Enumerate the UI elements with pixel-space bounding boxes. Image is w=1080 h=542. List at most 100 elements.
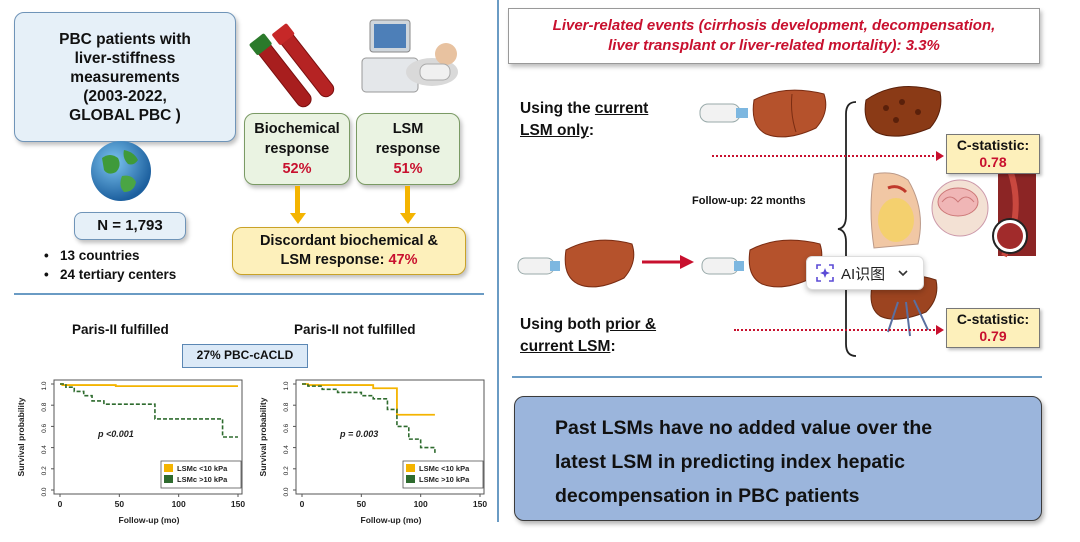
blood-tubes-icon (249, 23, 335, 108)
km-series-line (60, 383, 238, 438)
y-axis-label: Survival probability (258, 397, 268, 476)
x-tick-label: 50 (357, 499, 367, 509)
cstat-current-value: 0.78 (979, 154, 1007, 170)
liver-probe-icon (699, 89, 827, 138)
center-bullets: 13 countries 24 tertiary centers (44, 246, 176, 284)
x-tick-label: 0 (300, 499, 305, 509)
legend-swatch (164, 464, 173, 472)
down-arrow-shaft-left (295, 186, 300, 214)
cstat-both-value: 0.79 (979, 328, 1007, 344)
patients-box: PBC patients with liver-stiffness measur… (14, 12, 236, 142)
col-title-fulfilled: Paris-II fulfilled (72, 322, 169, 337)
x-axis-label: Follow-up (mo) (361, 515, 422, 525)
y-tick-label: 0.0 (41, 487, 48, 496)
varices-icon (992, 169, 1036, 258)
bullet-centers: 24 tertiary centers (44, 265, 176, 284)
lsm-response-value: 51% (393, 161, 423, 177)
down-arrow-head-left (289, 213, 306, 224)
y-tick-label: 0.8 (41, 402, 48, 411)
cstat-both-box: C-statistic: 0.79 (946, 308, 1040, 348)
x-tick-label: 100 (172, 499, 186, 509)
y-tick-label: 0.0 (283, 487, 290, 496)
plot-frame (53, 379, 243, 495)
biochemical-response-value: 52% (282, 161, 312, 177)
using-current-label: Using the current LSM only: (520, 98, 648, 142)
km-series-line (302, 383, 436, 453)
down-arrow-head-right (399, 213, 416, 224)
discordant-label: Discordant biochemical & LSM response: (259, 233, 439, 268)
cstat-both-label: C-statistic: (956, 311, 1030, 327)
dotted-arrow-head-both (936, 325, 944, 335)
using-current-underlined: current LSM only (520, 100, 649, 139)
plot-frame (295, 379, 485, 495)
y-tick-label: 0.8 (283, 402, 290, 411)
col-title-not-fulfilled: Paris-II not fulfilled (294, 322, 416, 337)
dotted-arrow-head-current (936, 151, 944, 161)
cstat-current-box: C-statistic: 0.78 (946, 134, 1040, 174)
dotted-arrow-current (712, 155, 938, 157)
legend-label: LSMc >10 kPa (419, 475, 470, 484)
y-tick-label: 1.0 (41, 381, 48, 390)
discordant-value: 47% (388, 252, 418, 268)
lsm-response-label: LSM response (375, 121, 441, 157)
biochemical-response-box: Biochemical response 52% (244, 113, 350, 185)
conclusion-box: Past LSMs have no added value over the l… (514, 396, 1042, 521)
fibroscan-icon (361, 19, 458, 93)
abdomen-ascites-icon (870, 172, 921, 249)
using-both-label: Using both prior & current LSM: (520, 314, 656, 358)
legend-box (160, 460, 242, 489)
legend-label: LSMc <10 kPa (419, 464, 470, 473)
cacld-box: 27% PBC-cACLD (182, 344, 308, 368)
left-divider (14, 293, 484, 295)
legend-swatch (406, 464, 415, 472)
legend-label: LSMc <10 kPa (177, 464, 228, 473)
x-axis-label: Follow-up (mo) (119, 515, 180, 525)
y-tick-label: 0.4 (41, 445, 48, 454)
bullet-countries: 13 countries (44, 246, 176, 265)
x-tick-label: 50 (115, 499, 125, 509)
y-tick-label: 0.2 (41, 466, 48, 475)
right-divider (512, 376, 1042, 378)
ai-recognize-chip[interactable]: AI识图 (806, 256, 924, 290)
km-series-line (60, 383, 238, 388)
x-tick-label: 150 (231, 499, 245, 509)
using-both-underlined: prior & current LSM (520, 316, 657, 355)
y-tick-label: 0.4 (283, 445, 290, 454)
y-tick-label: 1.0 (283, 381, 290, 390)
p-value-annotation: p = 0.003 (339, 429, 378, 439)
n-count-box: N = 1,793 (74, 212, 186, 240)
events-box: Liver-related events (cirrhosis developm… (508, 8, 1040, 64)
ai-chip-label: AI识图 (841, 265, 886, 283)
liver-current-icon (701, 239, 823, 288)
liver-prior-icon (517, 239, 635, 288)
biochemical-response-label: Biochemical response (254, 121, 340, 157)
center-divider (497, 0, 499, 522)
chevron-down-icon[interactable] (897, 267, 909, 279)
dotted-arrow-both (734, 329, 938, 331)
legend-box (402, 460, 484, 489)
followup-label: Follow-up: 22 months (692, 195, 806, 207)
globe-icon (91, 141, 151, 201)
discordant-response-box: Discordant biochemical & LSM response: 4… (232, 227, 466, 275)
legend-swatch (164, 475, 173, 483)
legend-label: LSMc >10 kPa (177, 475, 228, 484)
y-tick-label: 0.6 (41, 424, 48, 433)
using-current-prefix: Using the (520, 100, 595, 117)
x-tick-label: 0 (58, 499, 63, 509)
lsm-response-box: LSM response 51% (356, 113, 460, 185)
down-arrow-shaft-right (405, 186, 410, 214)
y-axis-label: Survival probability (16, 397, 26, 476)
y-tick-label: 0.2 (283, 466, 290, 475)
cirrhotic-liver-icon (864, 86, 942, 137)
x-tick-label: 100 (414, 499, 428, 509)
using-both-prefix: Using both (520, 316, 606, 333)
x-tick-label: 150 (473, 499, 487, 509)
cstat-current-label: C-statistic: (956, 137, 1030, 153)
legend-swatch (406, 475, 415, 483)
ai-sparkle-icon (816, 264, 834, 282)
p-value-annotation: p <0.001 (97, 429, 134, 439)
